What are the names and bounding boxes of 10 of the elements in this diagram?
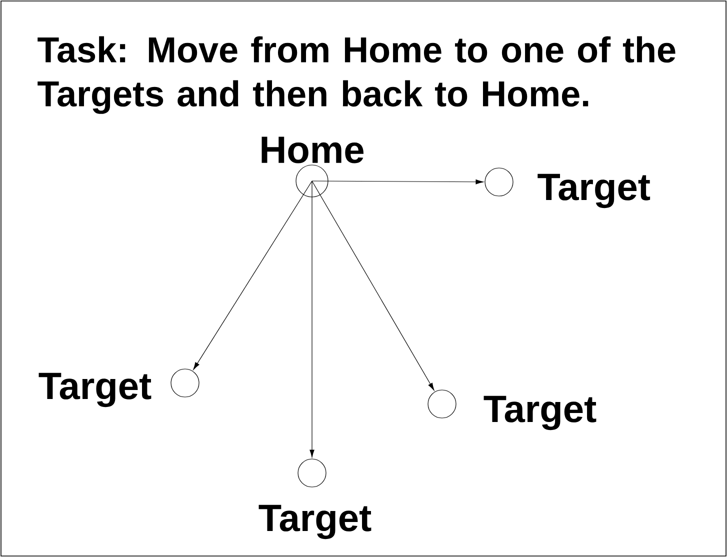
- title: Task: Move from Home to one of the Targets and then back to Home.: [38, 36, 676, 114]
- arrow: [312, 180, 484, 184]
- home-label: Home: [262, 136, 364, 164]
- target-label: Target: [538, 174, 650, 208]
- target-label: Target: [484, 396, 596, 430]
- arrow: [312, 180, 434, 391]
- target-label: Target: [258, 504, 372, 540]
- arrow: [193, 180, 312, 370]
- arrow: [310, 180, 314, 458]
- target-label: Target: [38, 372, 152, 408]
